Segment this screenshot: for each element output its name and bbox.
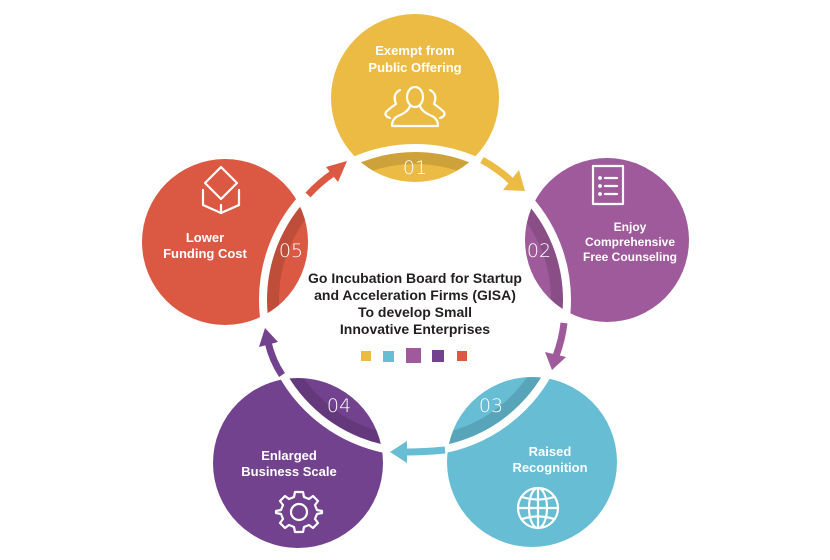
step-02-label-line3: Free Counseling <box>583 250 677 264</box>
step-05-label-line2: Funding Cost <box>163 246 247 261</box>
legend-square-cyan <box>383 351 394 362</box>
step-03-circle <box>447 377 617 547</box>
people-icon <box>384 85 446 128</box>
arrow-04-to-05-head <box>259 328 278 347</box>
arrow-02-to-03-head <box>545 352 566 370</box>
step-02-label-line1: Enjoy <box>614 220 647 234</box>
step-02-label-line2: Comprehensive <box>585 235 675 249</box>
center-title-line4: Innovative Enterprises <box>340 321 490 337</box>
center-title-line2: and Acceleration Firms (GISA) <box>314 287 516 303</box>
step-05-label-line1: Lower <box>186 230 224 245</box>
step-04-label-line2: Business Scale <box>241 464 336 479</box>
gear-icon <box>274 490 324 534</box>
arrow-01-to-02 <box>480 156 515 185</box>
arrow-04-to-05 <box>264 341 285 377</box>
center-title-line1: Go Incubation Board for Startup <box>308 270 522 286</box>
arrow-03-to-04-head <box>390 441 407 463</box>
document-list-icon <box>591 164 625 206</box>
step-01-label-line1: Exempt from <box>375 43 454 58</box>
step-03-label-line1: Raised <box>529 444 572 459</box>
step-03-label-line2: Recognition <box>512 460 587 475</box>
step-04-label-line1: Enlarged <box>261 448 317 463</box>
arrow-02-to-03 <box>552 322 568 358</box>
center-title-line3: To develop Small <box>358 304 472 320</box>
step-01-number: 01 <box>403 157 427 179</box>
step-03-number: 03 <box>479 395 503 417</box>
legend-square-purple <box>406 348 421 363</box>
legend-square-red <box>457 351 467 361</box>
step-02-number: 02 <box>527 240 551 262</box>
arrow-05-to-01 <box>305 171 334 198</box>
legend-square-violet <box>432 350 444 362</box>
step-05-number: 05 <box>279 240 303 262</box>
step-04-circle <box>213 378 383 548</box>
step-04-number: 04 <box>327 395 351 417</box>
arrow-03-to-04 <box>404 446 446 456</box>
step-01-label-line2: Public Offering <box>368 60 461 75</box>
arrow-05-to-01-head <box>326 161 347 182</box>
arrow-01-to-02-head <box>503 170 525 191</box>
globe-icon <box>516 486 560 530</box>
box-icon <box>201 165 241 215</box>
legend-square-yellow <box>361 351 371 361</box>
step-01-circle <box>331 14 499 182</box>
